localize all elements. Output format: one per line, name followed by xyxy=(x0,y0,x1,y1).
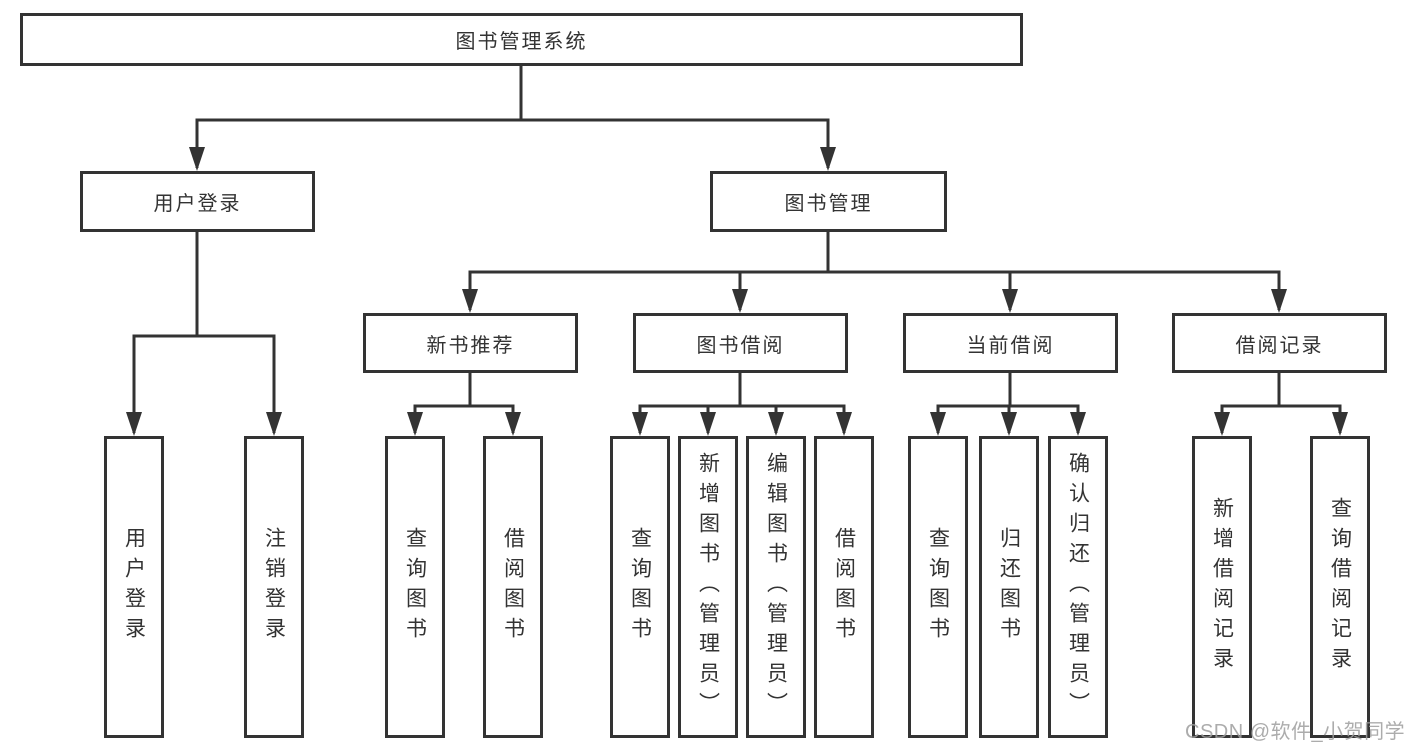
csdn-watermark: CSDN @软件_小贺同学 xyxy=(1185,721,1405,743)
node-new-book-recommendation-label: 新书推荐 xyxy=(426,334,515,357)
leaf-query-books-recommend-label: 查询图书 xyxy=(403,527,427,647)
leaf-return-books: 归还图书 xyxy=(979,436,1039,738)
leaf-edit-book-admin-label: 编辑图书（管理员） xyxy=(764,452,788,722)
node-book-borrowing-label: 图书借阅 xyxy=(696,334,785,357)
node-book-borrowing: 图书借阅 xyxy=(633,313,848,373)
leaf-borrow-books-recommend: 借阅图书 xyxy=(483,436,543,738)
leaf-query-books-borrowing-label: 查询图书 xyxy=(628,527,652,647)
leaf-edit-book-admin: 编辑图书（管理员） xyxy=(746,436,806,738)
node-new-book-recommendation: 新书推荐 xyxy=(363,313,578,373)
leaf-add-borrow-record-label: 新增借阅记录 xyxy=(1210,497,1234,677)
leaf-query-books-recommend: 查询图书 xyxy=(385,436,445,738)
node-library-system-label: 图书管理系统 xyxy=(455,31,588,53)
node-book-management: 图书管理 xyxy=(710,171,947,232)
leaf-borrow-books-recommend-label: 借阅图书 xyxy=(501,527,525,647)
leaf-logout: 注销登录 xyxy=(244,436,304,738)
node-user-login: 用户登录 xyxy=(80,171,315,232)
leaf-borrow-books-borrowing: 借阅图书 xyxy=(814,436,874,738)
leaf-borrow-books-borrowing-label: 借阅图书 xyxy=(832,527,856,647)
node-borrowing-records-label: 借阅记录 xyxy=(1235,334,1324,357)
leaf-confirm-return-admin-label: 确认归还（管理员） xyxy=(1066,452,1090,722)
leaf-query-books-current-label: 查询图书 xyxy=(926,527,950,647)
arrowheads xyxy=(126,147,1348,436)
leaf-query-borrow-record: 查询借阅记录 xyxy=(1310,436,1370,738)
node-book-management-label: 图书管理 xyxy=(784,193,873,215)
leaf-query-borrow-record-label: 查询借阅记录 xyxy=(1328,497,1352,677)
leaf-query-books-borrowing: 查询图书 xyxy=(610,436,670,738)
leaf-confirm-return-admin: 确认归还（管理员） xyxy=(1048,436,1108,738)
leaf-add-book-admin-label: 新增图书（管理员） xyxy=(696,452,720,722)
node-borrowing-records: 借阅记录 xyxy=(1172,313,1387,373)
leaf-query-books-current: 查询图书 xyxy=(908,436,968,738)
leaf-logout-label: 注销登录 xyxy=(262,527,286,647)
leaf-user-login: 用户登录 xyxy=(104,436,164,738)
leaf-add-borrow-record: 新增借阅记录 xyxy=(1192,436,1252,738)
leaf-return-books-label: 归还图书 xyxy=(997,527,1021,647)
node-library-system: 图书管理系统 xyxy=(20,13,1023,66)
node-current-borrowing-label: 当前借阅 xyxy=(966,334,1055,357)
leaf-user-login-label: 用户登录 xyxy=(122,527,146,647)
node-user-login-label: 用户登录 xyxy=(153,193,242,215)
leaf-add-book-admin: 新增图书（管理员） xyxy=(678,436,738,738)
node-current-borrowing: 当前借阅 xyxy=(903,313,1118,373)
